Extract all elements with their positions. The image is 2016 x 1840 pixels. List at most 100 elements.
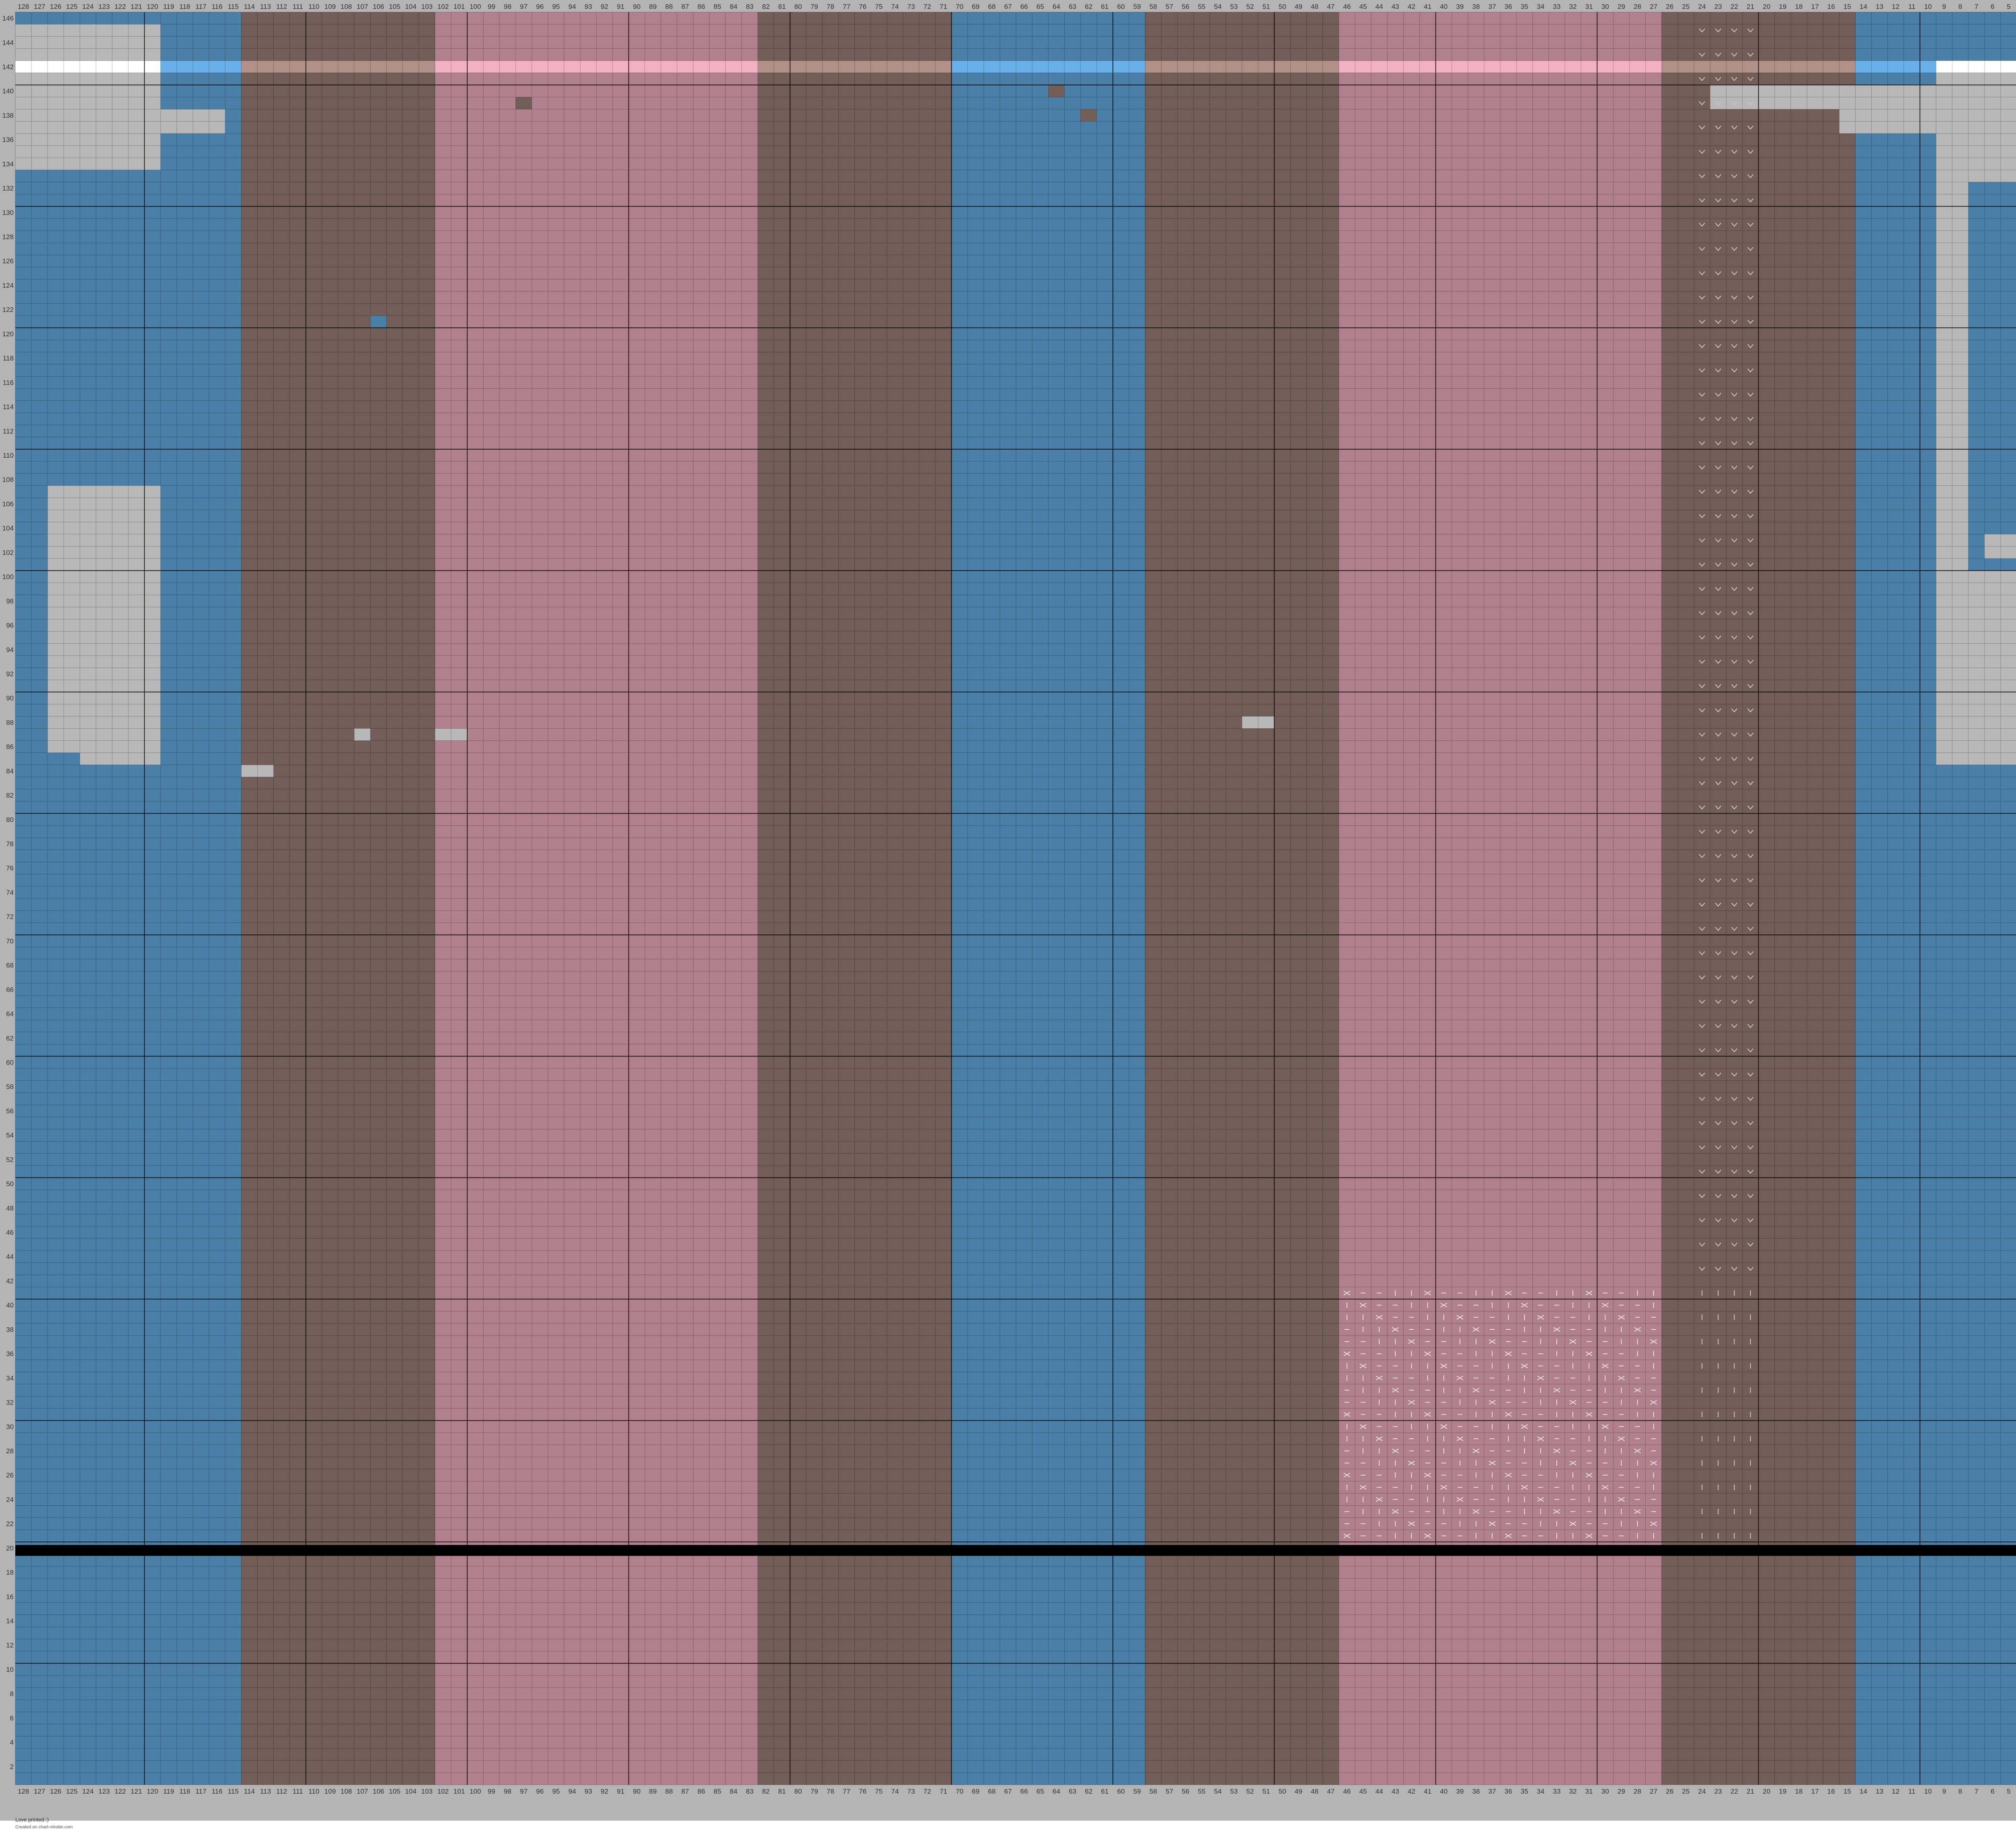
column-number-top: 123 xyxy=(98,3,110,10)
column-number-top: 13 xyxy=(1876,3,1883,10)
column-number-bottom: 14 xyxy=(1860,1788,1867,1795)
column-number-top: 49 xyxy=(1295,3,1302,10)
column-number-bottom: 63 xyxy=(1069,1788,1077,1795)
row-number-left: 32 xyxy=(6,1399,14,1407)
column-number-bottom: 53 xyxy=(1230,1788,1238,1795)
column-number-top: 12 xyxy=(1892,3,1899,10)
row-number-left: 88 xyxy=(6,719,14,726)
stripe-brown xyxy=(241,12,435,1785)
row-number-left: 120 xyxy=(2,330,14,338)
row-number-left: 52 xyxy=(6,1156,14,1163)
row-number-left: 118 xyxy=(3,354,14,362)
row-number-left: 146 xyxy=(2,15,14,22)
row-number-left: 42 xyxy=(6,1277,14,1285)
column-number-bottom: 70 xyxy=(956,1788,963,1795)
column-number-bottom: 37 xyxy=(1488,1788,1496,1795)
column-number-top: 63 xyxy=(1069,3,1077,10)
column-number-top: 87 xyxy=(681,3,689,10)
column-number-bottom: 126 xyxy=(50,1788,61,1795)
row-number-left: 94 xyxy=(6,646,14,654)
column-number-top: 24 xyxy=(1698,3,1706,10)
row-number-left: 12 xyxy=(6,1642,14,1649)
row-number-left: 144 xyxy=(2,39,14,46)
column-number-top: 43 xyxy=(1391,3,1399,10)
column-number-top: 107 xyxy=(356,3,368,10)
column-number-top: 100 xyxy=(470,3,481,10)
column-number-bottom: 21 xyxy=(1747,1788,1754,1795)
column-number-bottom: 20 xyxy=(1763,1788,1770,1795)
column-number-top: 62 xyxy=(1085,3,1093,10)
column-number-bottom: 57 xyxy=(1166,1788,1173,1795)
column-number-bottom: 52 xyxy=(1246,1788,1254,1795)
gray-region xyxy=(80,740,161,765)
column-number-bottom: 78 xyxy=(827,1788,834,1795)
column-number-bottom: 87 xyxy=(681,1788,689,1795)
column-number-top: 114 xyxy=(244,3,255,10)
column-number-top: 118 xyxy=(179,3,190,10)
column-number-bottom: 64 xyxy=(1053,1788,1060,1795)
column-number-top: 108 xyxy=(340,3,352,10)
column-number-top: 89 xyxy=(649,3,657,10)
row-number-left: 44 xyxy=(6,1253,14,1261)
column-number-top: 95 xyxy=(552,3,560,10)
column-number-top: 106 xyxy=(373,3,384,10)
highlight-row xyxy=(15,60,161,73)
column-number-bottom: 49 xyxy=(1295,1788,1302,1795)
column-number-top: 14 xyxy=(1860,3,1867,10)
column-number-bottom: 34 xyxy=(1537,1788,1544,1795)
gray-region xyxy=(160,109,225,134)
column-number-top: 121 xyxy=(131,3,142,10)
column-number-bottom: 97 xyxy=(520,1788,528,1795)
column-number-top: 37 xyxy=(1488,3,1496,10)
column-number-top: 126 xyxy=(50,3,61,10)
row-number-left: 140 xyxy=(2,88,14,95)
column-number-bottom: 19 xyxy=(1779,1788,1787,1795)
column-number-bottom: 32 xyxy=(1569,1788,1577,1795)
column-number-bottom: 125 xyxy=(66,1788,77,1795)
row-number-left: 128 xyxy=(2,233,14,241)
column-number-top: 84 xyxy=(730,3,737,10)
column-number-top: 75 xyxy=(875,3,883,10)
column-number-bottom: 86 xyxy=(698,1788,705,1795)
column-number-bottom: 84 xyxy=(730,1788,737,1795)
column-number-top: 48 xyxy=(1311,3,1318,10)
row-number-left: 2 xyxy=(10,1763,14,1771)
column-number-bottom: 121 xyxy=(131,1788,142,1795)
column-number-bottom: 68 xyxy=(988,1788,996,1795)
column-number-bottom: 15 xyxy=(1843,1788,1851,1795)
grid-major xyxy=(15,12,2016,1785)
stripe-blue xyxy=(15,12,242,1785)
column-number-bottom: 81 xyxy=(778,1788,786,1795)
row-number-left: 134 xyxy=(2,160,14,168)
column-number-bottom: 29 xyxy=(1618,1788,1625,1795)
gray-dot xyxy=(1984,534,2016,558)
column-number-top: 65 xyxy=(1037,3,1044,10)
column-number-top: 29 xyxy=(1618,3,1625,10)
column-number-bottom: 114 xyxy=(244,1788,255,1795)
column-number-top: 23 xyxy=(1714,3,1722,10)
column-number-top: 8 xyxy=(1958,3,1962,10)
row-number-left: 78 xyxy=(6,840,14,848)
column-number-top: 125 xyxy=(66,3,77,10)
column-number-bottom: 91 xyxy=(617,1788,625,1795)
column-number-top: 81 xyxy=(778,3,786,10)
row-number-left: 62 xyxy=(6,1034,14,1042)
column-number-bottom: 94 xyxy=(569,1788,576,1795)
column-number-top: 33 xyxy=(1553,3,1561,10)
stray-cell xyxy=(1081,109,1097,121)
column-number-top: 6 xyxy=(1991,3,1994,10)
column-number-top: 50 xyxy=(1279,3,1286,10)
gray-region xyxy=(1710,85,1839,109)
row-number-left: 46 xyxy=(6,1229,14,1236)
column-number-top: 68 xyxy=(988,3,996,10)
column-number-bottom: 71 xyxy=(939,1788,947,1795)
row-number-left: 84 xyxy=(6,767,14,775)
stray-cell xyxy=(370,315,387,328)
footer-text: Love printed :) xyxy=(15,1817,49,1823)
blue-pocket xyxy=(1968,182,2016,571)
column-number-top: 116 xyxy=(212,3,223,10)
row-number-left: 130 xyxy=(2,209,14,217)
row-number-left: 96 xyxy=(6,622,14,629)
row-number-left: 126 xyxy=(2,257,14,265)
column-number-bottom: 39 xyxy=(1456,1788,1464,1795)
